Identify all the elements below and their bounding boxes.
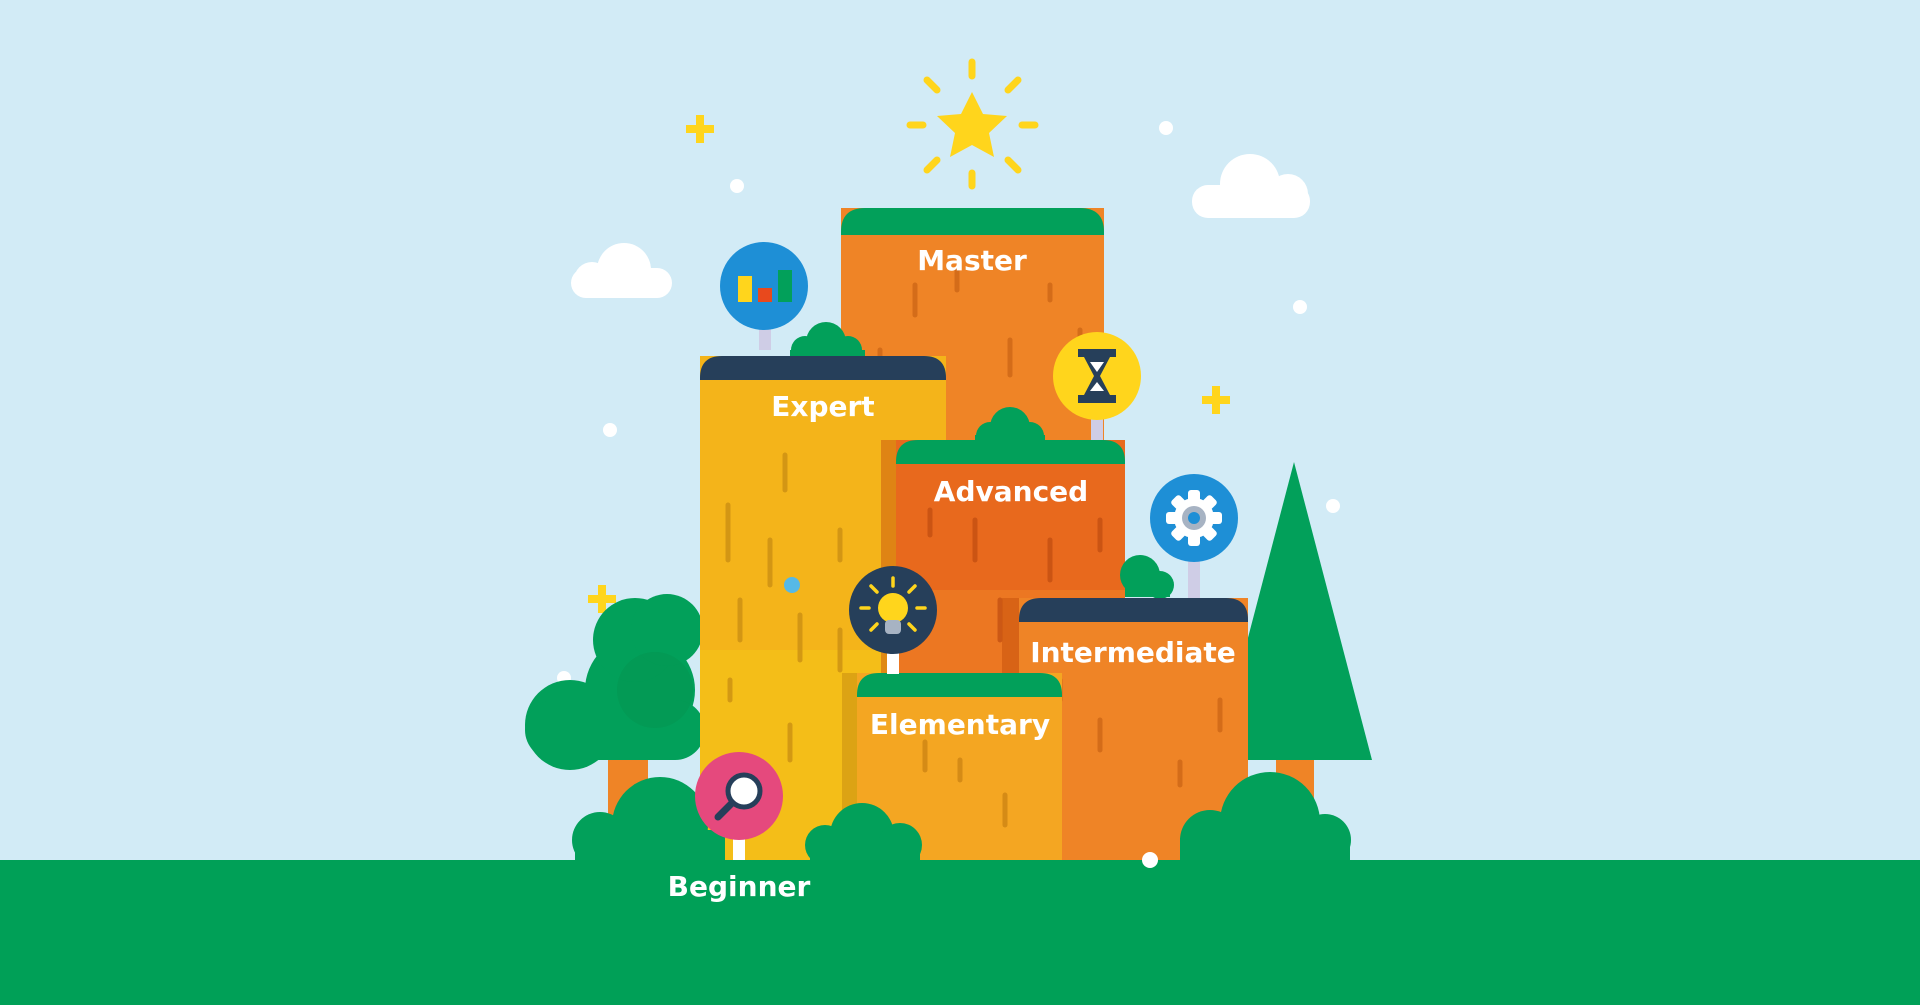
ground <box>0 860 1920 1005</box>
cloud-left <box>571 243 672 298</box>
lightbulb-icon <box>849 566 937 674</box>
level-label-advanced: Advanced <box>934 475 1088 508</box>
bar-chart-icon <box>720 242 808 350</box>
hourglass-icon <box>1053 332 1141 440</box>
bush-left <box>525 594 705 860</box>
level-label-elementary: Elementary <box>870 708 1050 741</box>
cloud-right <box>1192 154 1310 218</box>
level-label-expert: Expert <box>771 390 874 423</box>
bush-right-small <box>1120 555 1174 599</box>
star-icon <box>906 58 1039 190</box>
level-label-intermediate: Intermediate <box>1030 636 1236 669</box>
ground-dot <box>1142 852 1158 868</box>
gear-icon <box>1150 474 1238 598</box>
level-label-beginner: Beginner <box>668 870 811 903</box>
level-label-master: Master <box>917 244 1027 277</box>
